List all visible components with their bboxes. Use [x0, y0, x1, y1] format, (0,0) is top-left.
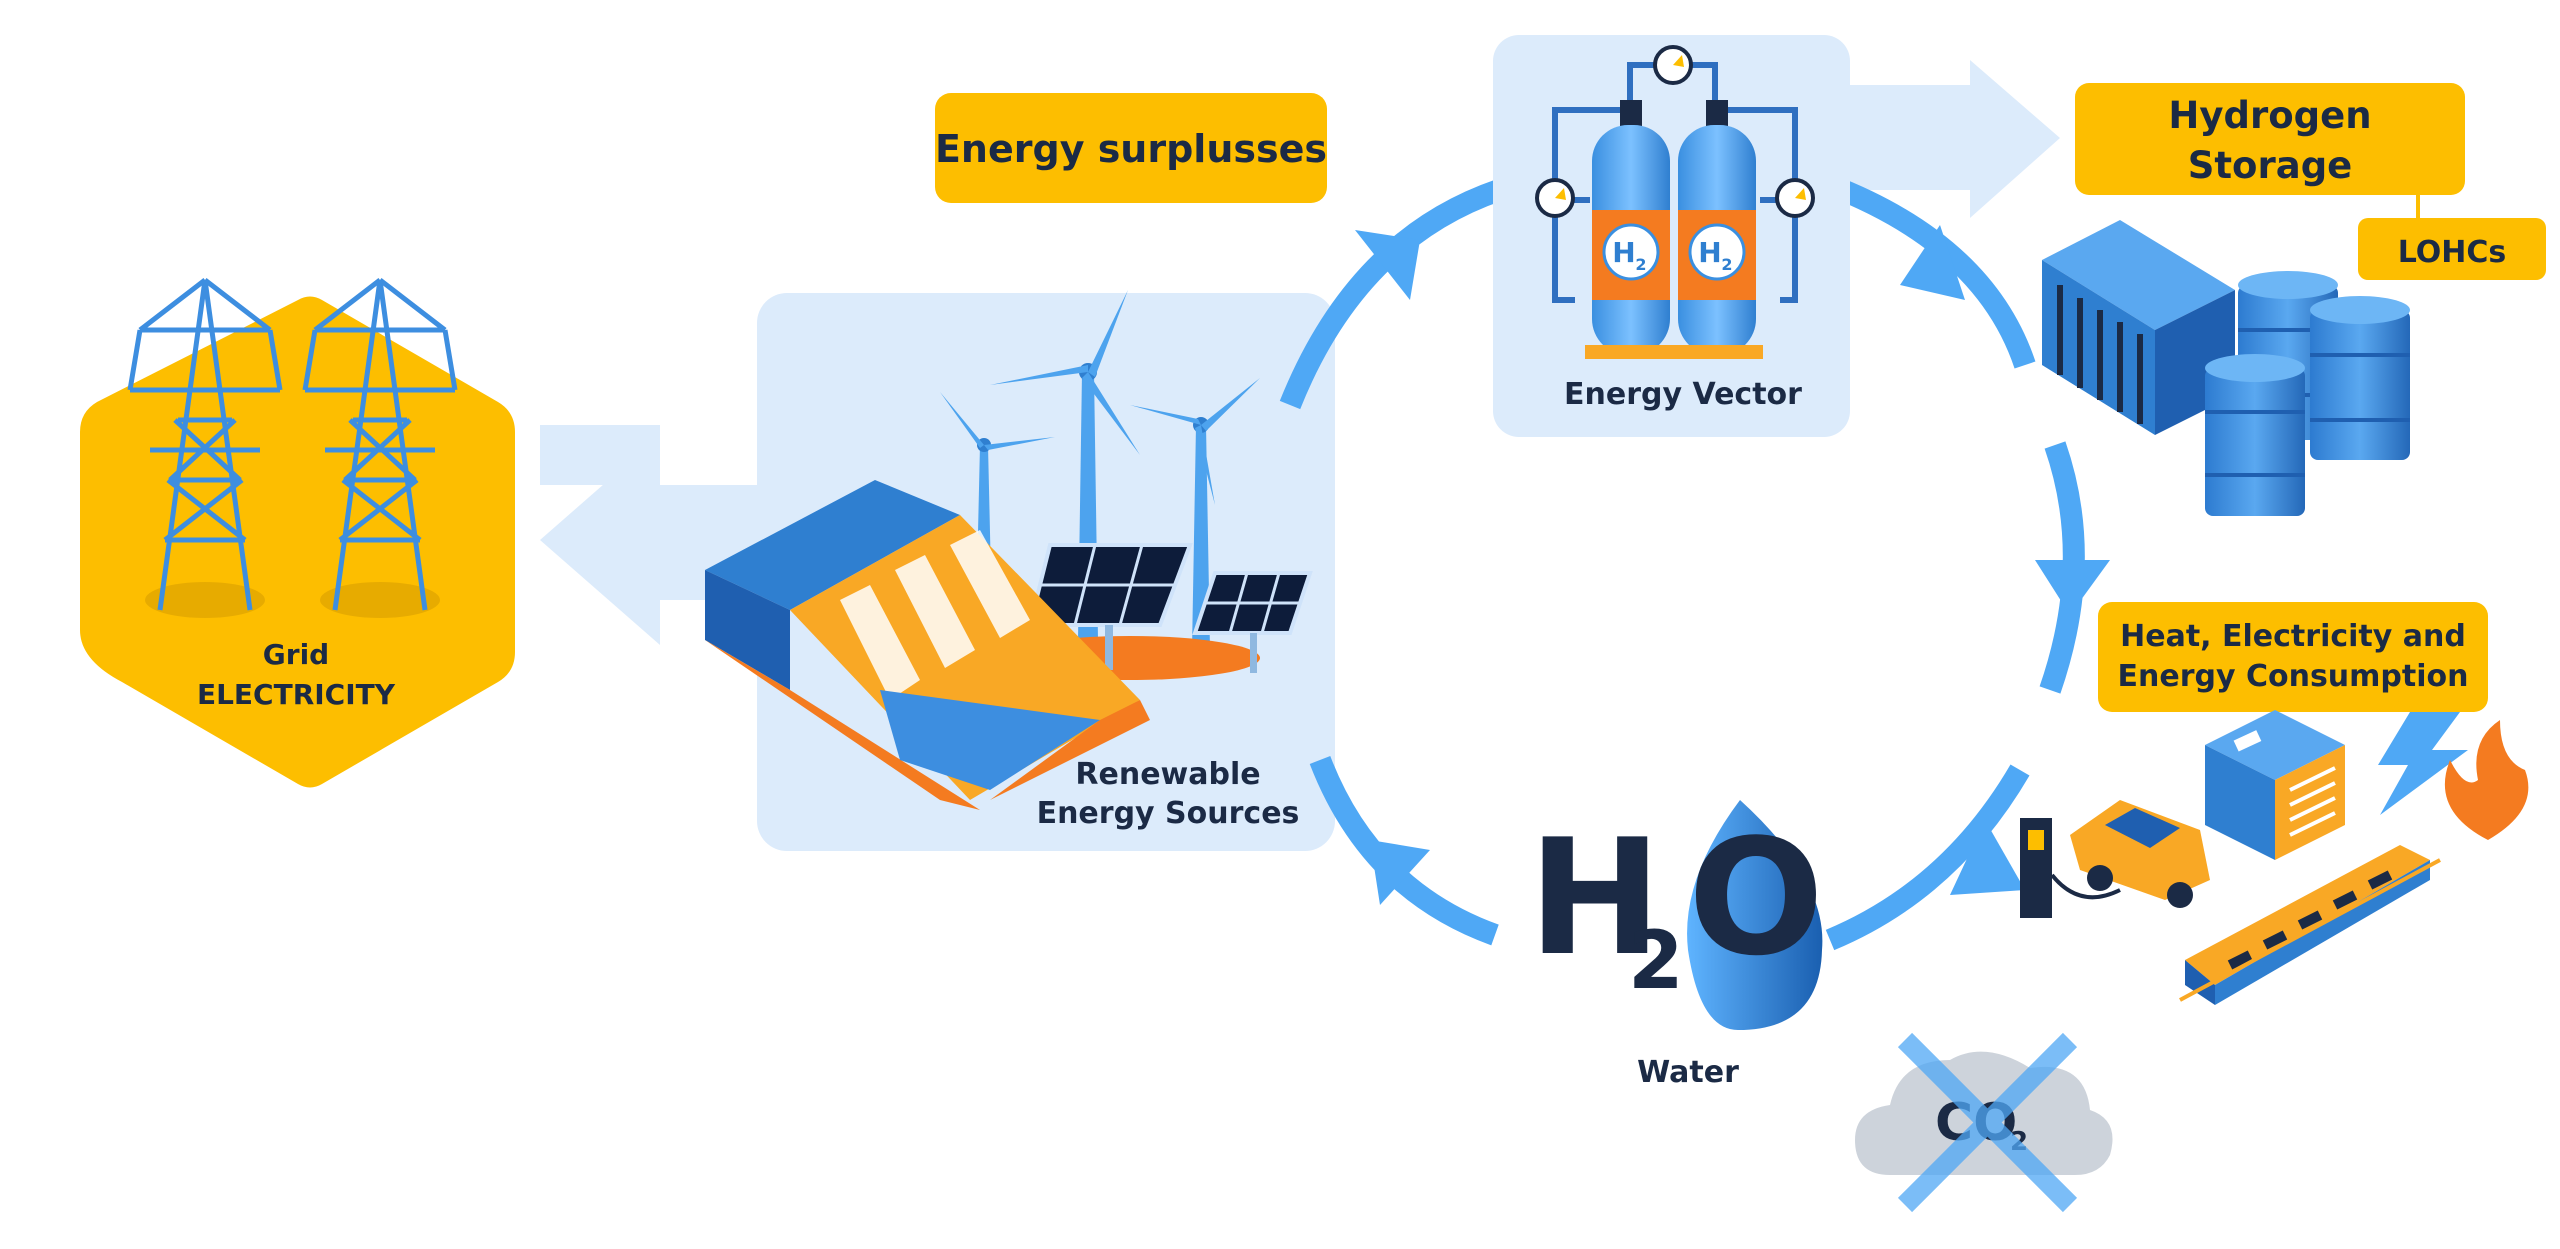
barrel-icon — [2310, 296, 2410, 460]
lohcs-label: LOHCs — [2398, 235, 2507, 270]
water-drop-icon — [1687, 800, 1823, 1030]
hydro-dam-icon — [705, 480, 1150, 810]
arrowhead-down — [2035, 560, 2110, 615]
h2o-h: H — [1528, 804, 1662, 991]
train-icon — [2179, 845, 2441, 1005]
energy-vector-label: Energy Vector — [1564, 377, 1802, 412]
tank-h-label: H — [1612, 236, 1635, 269]
consumption-node: Heat, Electricity and Energy Consumption — [2020, 602, 2529, 1005]
pressure-gauge-icon — [1775, 178, 1815, 218]
export-arrow-right — [1840, 60, 2060, 218]
hydrogen-tank-icon: H 2 — [1585, 100, 1677, 359]
water-node: H 2 O Water — [1528, 800, 1824, 1090]
arc-vector-to-storage — [1826, 174, 2036, 369]
h2o-subscript: 2 — [1628, 914, 1684, 1007]
consumption-label-line1: Heat, Electricity and — [2120, 619, 2466, 654]
energy-vector-node: H 2 H 2 Energy Vector — [1493, 35, 1850, 437]
hydrogen-tank-icon: H 2 — [1671, 100, 1763, 359]
pressure-gauge-icon — [1653, 45, 1693, 85]
car-icon — [2070, 800, 2210, 908]
barrel-icon — [2205, 354, 2305, 516]
pressure-gauge-icon — [1535, 178, 1575, 218]
hydrogen-storage-tag — [2075, 83, 2465, 195]
arrowhead-up-left — [1370, 840, 1430, 905]
co2-crossed-node: CO 2 — [1855, 1032, 2113, 1213]
power-tower-icon — [127, 278, 283, 611]
building-icon — [2205, 710, 2345, 860]
cross-icon — [1897, 1032, 2078, 1213]
arc-consumption-to-water — [1825, 764, 2030, 951]
lightning-icon — [2378, 712, 2468, 815]
consumption-label-line2: Energy Consumption — [2118, 659, 2469, 694]
hydrogen-storage-node: Hydrogen Storage LOHCs — [2042, 83, 2546, 516]
energy-surplusses-label: Energy surplusses — [935, 127, 1327, 171]
grid-electricity-node: Grid ELECTRICITY — [80, 278, 515, 788]
flame-icon — [2444, 720, 2529, 840]
arrowhead-down-left — [1950, 820, 2025, 895]
lohcs-tag — [2358, 218, 2546, 280]
renewable-label-line2: Energy Sources — [1037, 796, 1300, 831]
hydrogen-storage-label-line2: Storage — [2188, 144, 2353, 187]
tank-h-label: H — [1698, 236, 1721, 269]
arrowhead-down-right — [1900, 225, 1965, 300]
grid-label-line2: ELECTRICITY — [197, 678, 396, 711]
ev-charger-icon — [2020, 818, 2121, 918]
renewable-label-line1: Renewable — [1075, 757, 1260, 792]
h2o-o: O — [1688, 804, 1824, 991]
energy-vector-panel — [1493, 35, 1850, 437]
solar-panel-icon — [1192, 571, 1313, 673]
renewable-energy-node: Renewable Energy Sources — [705, 290, 1335, 851]
cycle-arrowheads — [1355, 225, 2110, 905]
grid-label-line1: Grid — [263, 638, 329, 671]
arrowhead-up — [1355, 230, 1420, 300]
tank-sub-label: 2 — [1721, 255, 1732, 274]
tank-sub-label: 2 — [1635, 255, 1646, 274]
consumption-tag — [2098, 602, 2488, 712]
wind-turbine-icon — [1130, 378, 1260, 650]
energy-surplusses-tag: Energy surplusses — [935, 93, 1327, 203]
hydrogen-storage-label-line1: Hydrogen — [2168, 94, 2371, 137]
water-label: Water — [1637, 1055, 1739, 1090]
power-tower-icon — [302, 278, 458, 611]
